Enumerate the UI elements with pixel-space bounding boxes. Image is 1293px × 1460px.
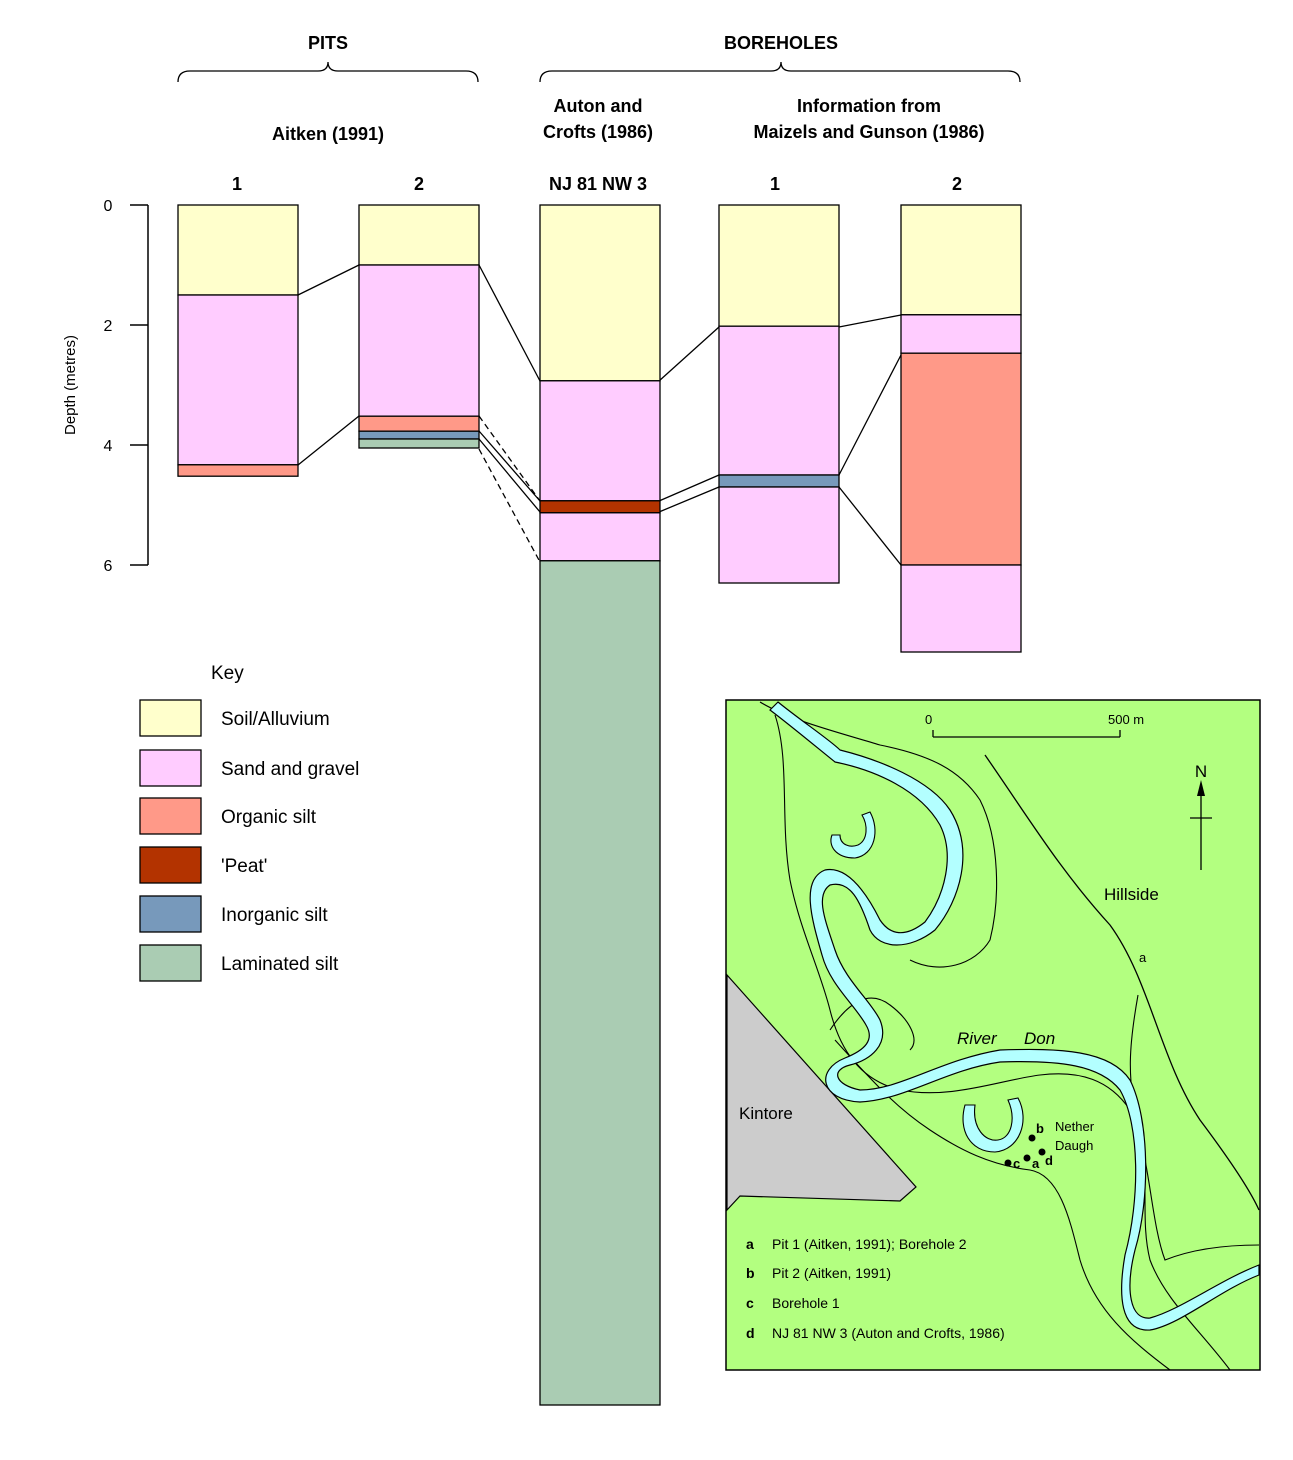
key-label-sand: Sand and gravel bbox=[221, 759, 359, 780]
key-swatch-peat bbox=[139, 846, 202, 884]
map-legend-letter-c: c bbox=[746, 1295, 754, 1311]
correlation-lines bbox=[297, 264, 902, 566]
site-label-d: d bbox=[1045, 1153, 1053, 1168]
boreholes-heading: BOREHOLES bbox=[724, 33, 838, 53]
column-1-layer-soil bbox=[177, 204, 299, 296]
column-label-pit-1: 1 bbox=[232, 174, 242, 194]
maizels-heading-line2: Maizels and Gunson (1986) bbox=[753, 122, 984, 142]
map-legend-letter-a: a bbox=[746, 1236, 754, 1252]
column-3-layer-peat bbox=[539, 500, 661, 514]
oxbow-lake-nether-daugh bbox=[962, 1097, 1024, 1153]
map-legend-text-d: NJ 81 NW 3 (Auton and Crofts, 1986) bbox=[772, 1325, 1005, 1341]
scale-end-label: 500 m bbox=[1108, 712, 1144, 727]
column-2-layer-soil bbox=[358, 204, 480, 266]
depth-tick-4: 4 bbox=[104, 438, 113, 455]
column-4-layer-soil bbox=[718, 204, 840, 327]
column-3-layer-sand bbox=[539, 512, 661, 562]
key-label-laminated: Laminated silt bbox=[221, 954, 339, 975]
daugh-label: Daugh bbox=[1055, 1138, 1093, 1153]
key-label-peat: 'Peat' bbox=[221, 856, 267, 877]
depth-axis-label: Depth (metres) bbox=[62, 335, 79, 435]
key-swatch-sand bbox=[139, 749, 202, 787]
column-label-pit-2: 2 bbox=[414, 174, 424, 194]
column-3-layer-laminated bbox=[539, 560, 661, 1406]
scale-start-label: 0 bbox=[925, 712, 932, 727]
north-label: N bbox=[1195, 762, 1207, 781]
column-4-layer-sand bbox=[718, 486, 840, 584]
depth-tick-2: 2 bbox=[104, 318, 113, 335]
aitken-heading: Aitken (1991) bbox=[272, 124, 384, 144]
column-label-borehole-1: 1 bbox=[770, 174, 780, 194]
column-1-layer-organic bbox=[177, 464, 299, 477]
key-label-soil: Soil/Alluvium bbox=[221, 709, 330, 730]
north-arrow: N bbox=[1190, 762, 1212, 870]
column-2-layer-inorganic bbox=[358, 430, 480, 440]
column-5-layer-organic bbox=[900, 352, 1022, 566]
scale-bar: 0 500 m bbox=[925, 712, 1144, 738]
map-legend-text-c: Borehole 1 bbox=[772, 1295, 840, 1311]
pits-heading: PITS bbox=[308, 33, 348, 53]
column-3-layer-sand bbox=[539, 380, 661, 502]
column-4-layer-sand bbox=[718, 325, 840, 476]
key-swatch-inorganic bbox=[139, 895, 202, 933]
pits-brace bbox=[177, 61, 479, 83]
hillside-label: Hillside bbox=[1104, 885, 1159, 904]
column-1-layer-sand bbox=[177, 294, 299, 466]
river-don bbox=[769, 701, 1260, 1331]
column-label-nj81: NJ 81 NW 3 bbox=[549, 174, 647, 194]
key-swatch-soil bbox=[139, 699, 202, 737]
column-5-layer-sand bbox=[900, 564, 1022, 653]
key-swatch-laminated bbox=[139, 944, 202, 982]
depth-tick-0: 0 bbox=[104, 198, 113, 215]
site-points: b c a d Nether Daugh bbox=[1004, 1119, 1095, 1171]
auton-heading-line1: Auton and bbox=[554, 96, 643, 116]
column-3-layer-soil bbox=[539, 204, 661, 382]
hillside-site-a-label: a bbox=[1139, 950, 1147, 965]
column-4-layer-inorganic bbox=[718, 474, 840, 488]
map-legend-letter-d: d bbox=[746, 1325, 755, 1341]
boreholes-brace bbox=[539, 61, 1021, 83]
key-swatch-organic bbox=[139, 797, 202, 835]
auton-heading-line2: Crofts (1986) bbox=[543, 122, 653, 142]
river-label-river: River bbox=[957, 1029, 998, 1048]
key-label-inorganic: Inorganic silt bbox=[221, 905, 328, 926]
column-2-layer-sand bbox=[358, 264, 480, 417]
oxbow-lake-north bbox=[830, 811, 876, 859]
depth-axis: 0 2 4 6 Depth (metres) bbox=[62, 198, 149, 575]
column-2-layer-laminated bbox=[358, 438, 480, 449]
maizels-heading-line1: Information from bbox=[797, 96, 941, 116]
depth-tick-6: 6 bbox=[104, 558, 113, 575]
site-label-c: c bbox=[1013, 1156, 1020, 1171]
hillside-boundary bbox=[984, 754, 1260, 1211]
site-label-b: b bbox=[1036, 1121, 1044, 1136]
map-legend-text-b: Pit 2 (Aitken, 1991) bbox=[772, 1265, 891, 1281]
column-2-layer-organic bbox=[358, 415, 480, 432]
river-label-don: Don bbox=[1024, 1029, 1055, 1048]
kintore-label: Kintore bbox=[739, 1104, 793, 1123]
key-title: Key bbox=[211, 663, 244, 684]
column-label-borehole-2: 2 bbox=[952, 174, 962, 194]
map-legend: a Pit 1 (Aitken, 1991); Borehole 2 b Pit… bbox=[746, 1236, 1005, 1341]
stratigraphic-columns bbox=[177, 204, 1022, 1406]
map-legend-letter-b: b bbox=[746, 1265, 755, 1281]
map-land bbox=[725, 699, 1261, 1371]
column-5-layer-sand bbox=[900, 314, 1022, 354]
key-label-organic: Organic silt bbox=[221, 807, 317, 828]
location-map: Kintore Hillside a River Don 0 500 m bbox=[725, 699, 1261, 1371]
column-5-layer-soil bbox=[900, 204, 1022, 316]
map-legend-text-a: Pit 1 (Aitken, 1991); Borehole 2 bbox=[772, 1236, 967, 1252]
nether-label: Nether bbox=[1055, 1119, 1095, 1134]
site-label-a: a bbox=[1032, 1156, 1040, 1171]
kintore-area bbox=[726, 973, 917, 1212]
